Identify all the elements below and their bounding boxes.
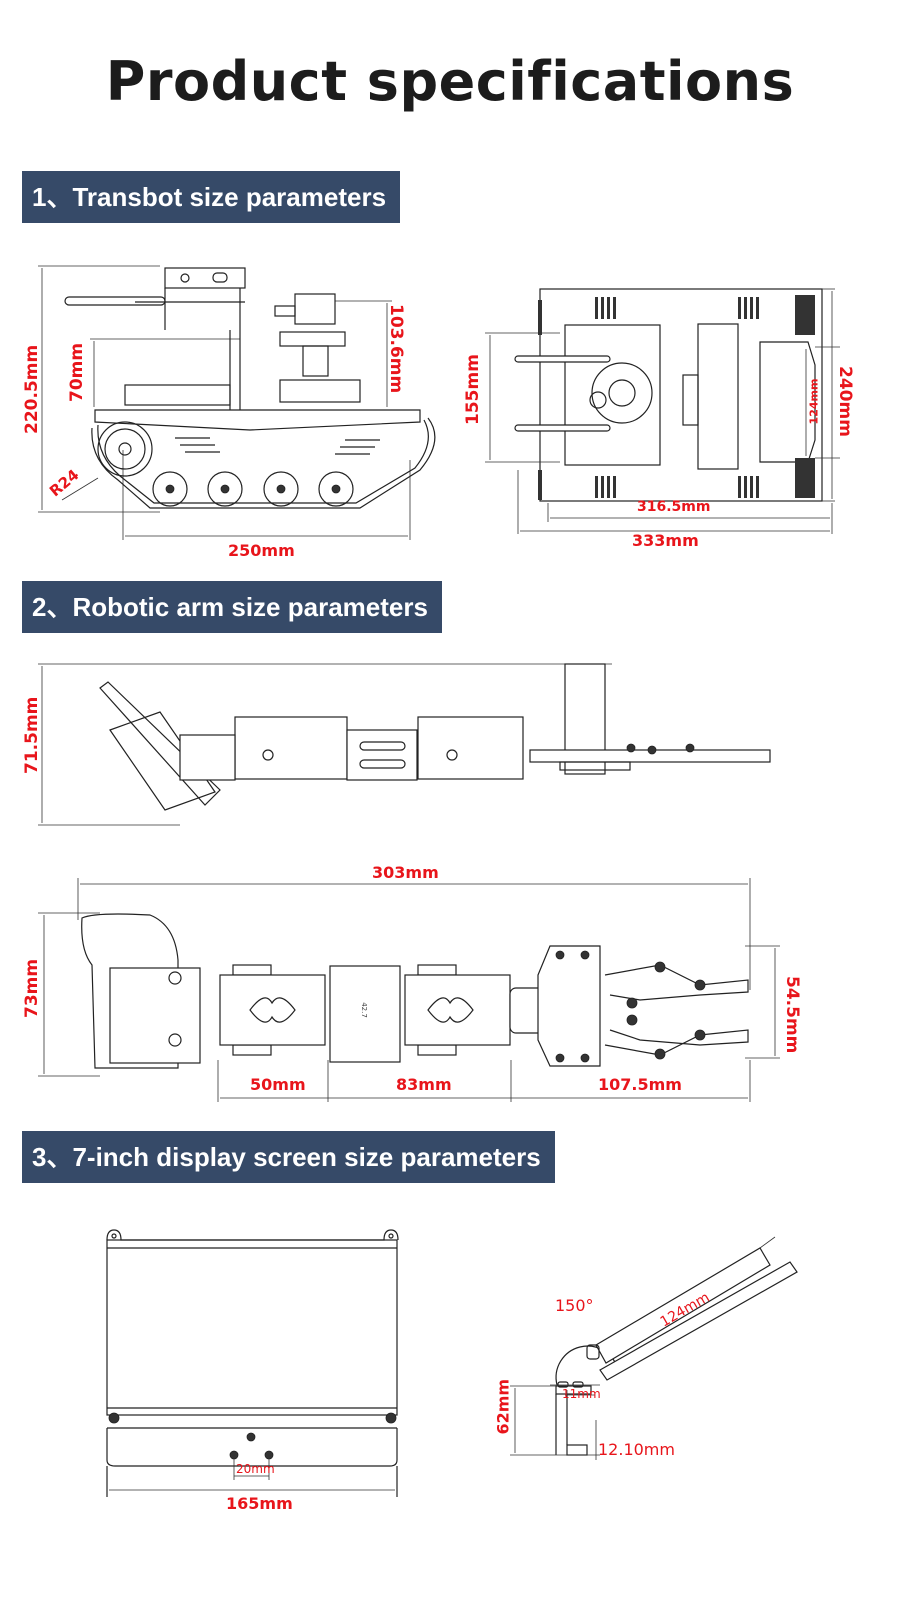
dim-bracket-height: 62mm <box>493 1378 513 1435</box>
dim-inner-length: 316.5mm <box>637 499 711 515</box>
display-side-view-drawing <box>510 1236 798 1460</box>
dim-arm-side-height: 71.5mm <box>22 696 42 774</box>
dim-camera-height: 103.6mm <box>386 304 406 394</box>
page-title: Product specifications <box>105 50 795 113</box>
dim-segment-3: 107.5mm <box>598 1075 682 1094</box>
dim-total-width: 240mm <box>835 366 855 437</box>
dim-segment-1: 50mm <box>250 1075 306 1094</box>
dim-inner-width: 155mm <box>463 354 483 425</box>
dim-foot-height: 12.10mm <box>598 1440 675 1459</box>
dim-arm-total-length: 303mm <box>372 863 439 882</box>
display-front-view-drawing <box>106 1229 399 1497</box>
dim-hole-spacing: 20mm <box>236 1462 275 1476</box>
dim-segment-2: 83mm <box>396 1075 452 1094</box>
arm-side-view-drawing <box>38 663 771 826</box>
transbot-top-view-drawing <box>485 288 840 534</box>
section-heading-transbot: 1、Transbot size parameters <box>22 171 401 223</box>
dim-gripper-width: 54.5mm <box>782 976 802 1054</box>
dim-bracket-depth: 11mm <box>562 1387 601 1401</box>
transbot-side-view-drawing <box>38 265 436 540</box>
arm-top-view-drawing <box>38 878 780 1102</box>
section-heading-display: 3、7-inch display screen size parameters <box>22 1131 555 1183</box>
dim-wheelbase: 250mm <box>228 541 295 560</box>
dim-angle: 150° <box>555 1296 594 1315</box>
small-mark-label: 42.7 <box>359 1002 368 1018</box>
section-heading-robotic-arm: 2、Robotic arm size parameters <box>22 581 442 633</box>
dim-rear-width: 124mm <box>807 378 821 425</box>
dim-upper-height: 70mm <box>67 342 87 402</box>
dim-display-width: 165mm <box>226 1494 293 1513</box>
dim-arm-height: 73mm <box>22 958 42 1018</box>
dim-total-length: 333mm <box>632 531 699 550</box>
dim-total-height: 220.5mm <box>22 344 42 434</box>
